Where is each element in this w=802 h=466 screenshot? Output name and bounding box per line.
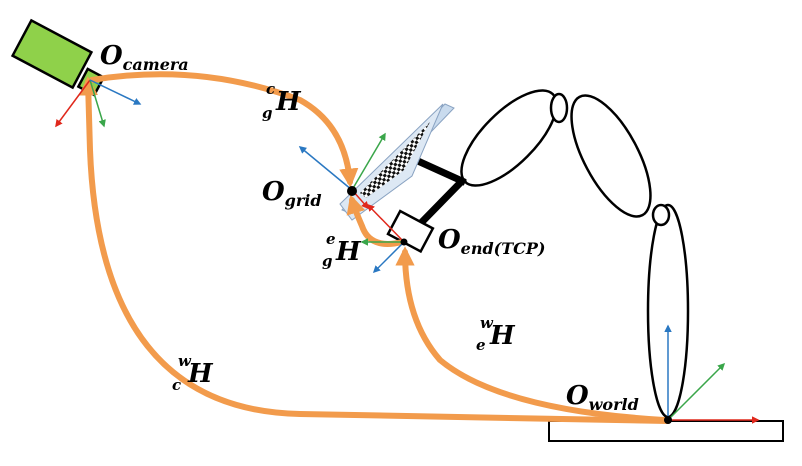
calibration-checkerboard bbox=[360, 122, 430, 198]
transform-label-end-grid: e g H bbox=[322, 230, 362, 270]
transform-paths bbox=[78, 71, 671, 424]
path-camera-to-grid bbox=[89, 71, 359, 188]
svg-text:w: w bbox=[480, 314, 494, 332]
robot-upper-link bbox=[570, 94, 652, 218]
svg-text:H: H bbox=[187, 359, 214, 389]
svg-text:g: g bbox=[262, 104, 273, 122]
path-world-to-camera bbox=[78, 76, 671, 424]
grid-frame-label: Ogrid bbox=[262, 177, 322, 210]
end-frame-axes bbox=[360, 203, 405, 274]
svg-text:c: c bbox=[266, 80, 275, 98]
grid-mount-bracket bbox=[415, 157, 467, 229]
svg-text:e: e bbox=[326, 230, 336, 248]
svg-text:H: H bbox=[275, 87, 302, 117]
path-end-to-grid bbox=[346, 194, 405, 247]
svg-text:e: e bbox=[476, 336, 486, 354]
world-origin-dot bbox=[664, 416, 672, 424]
svg-text:w: w bbox=[178, 352, 192, 370]
world-frame-label: Oworld bbox=[566, 381, 639, 414]
robot-joint-shoulder bbox=[651, 203, 671, 227]
world-frame-axes bbox=[664, 324, 760, 424]
robot-arm bbox=[460, 89, 690, 419]
transform-label-world-cam: w c H bbox=[172, 352, 214, 394]
robot-joint-elbow bbox=[549, 92, 569, 124]
svg-text:H: H bbox=[335, 237, 362, 267]
grid-origin-dot bbox=[347, 186, 357, 196]
svg-text:H: H bbox=[489, 321, 516, 351]
end-origin-dot bbox=[400, 238, 408, 246]
svg-text:g: g bbox=[322, 252, 333, 270]
end-frame-label: Oend(TCP) bbox=[438, 225, 545, 258]
robot-base-platform bbox=[548, 420, 784, 442]
camera-frame-label: Ocamera bbox=[100, 41, 189, 74]
svg-text:c: c bbox=[172, 376, 181, 394]
transform-label-cam-grid: c g H bbox=[262, 80, 302, 122]
path-world-to-end bbox=[395, 246, 667, 423]
camera-frame-axes bbox=[55, 79, 142, 128]
transform-label-world-end: w e H bbox=[476, 314, 516, 354]
